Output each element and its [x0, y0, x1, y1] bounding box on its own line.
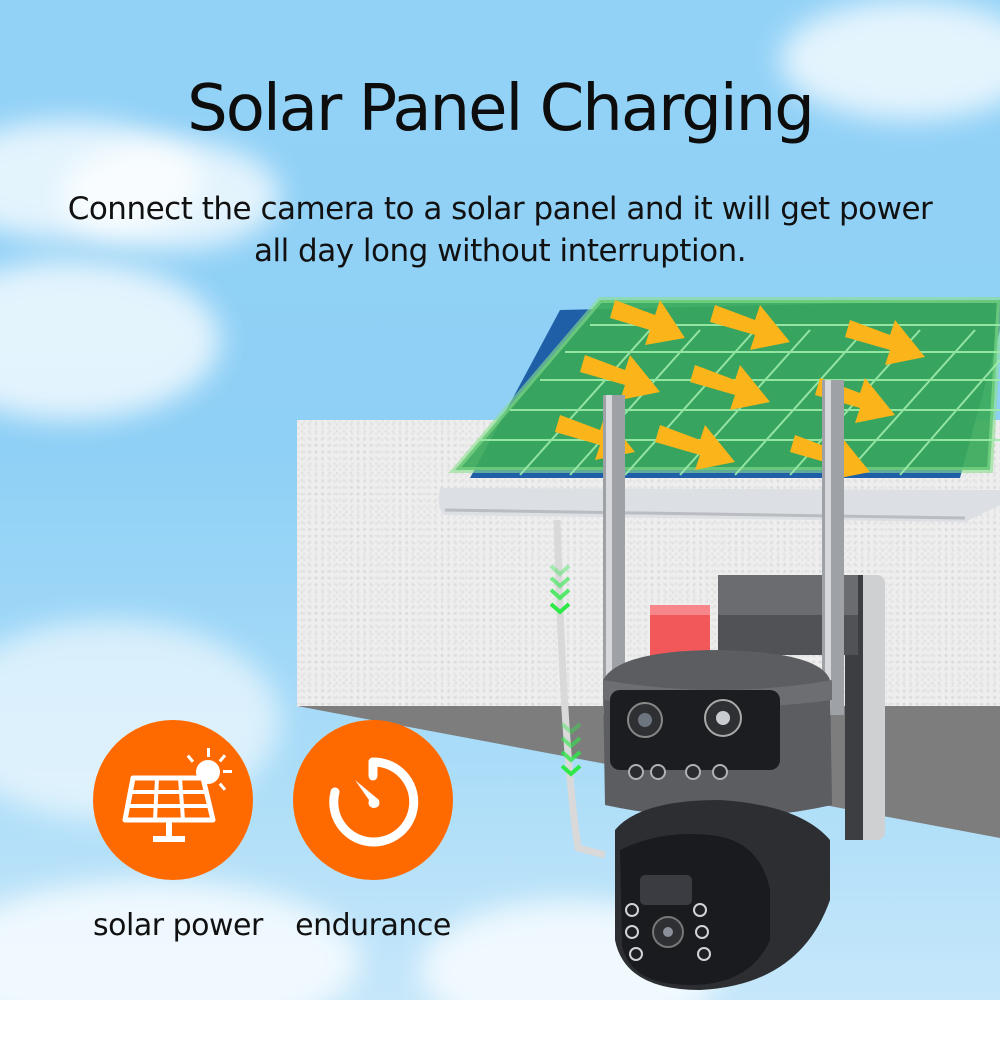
cloud: [60, 140, 280, 250]
solar-panel-icon: [122, 748, 232, 842]
timer-gauge-icon: [329, 757, 419, 847]
antennas: [603, 380, 844, 715]
page-subtitle: Connect the camera to a solar panel and …: [0, 188, 1000, 272]
cloud: [780, 0, 1000, 120]
feature-circle: [293, 720, 453, 880]
feature-endurance: endurance: [293, 720, 453, 943]
feature-label: endurance: [295, 908, 451, 943]
feature-solar-power: solar power: [93, 720, 263, 943]
charging-chevrons: [549, 564, 582, 777]
sunlight-arrows: [555, 300, 925, 480]
page-title: Solar Panel Charging: [187, 72, 815, 146]
product-scene: [297, 297, 1000, 990]
feature-label: solar power: [93, 908, 263, 943]
security-camera: [603, 605, 832, 990]
solar-panel: [438, 297, 1000, 522]
subtitle-line-1: Connect the camera to a solar panel and …: [67, 191, 933, 227]
subtitle-line-2: all day long without interruption.: [253, 233, 747, 269]
feature-circle: [93, 720, 253, 880]
power-cable: [549, 519, 606, 859]
